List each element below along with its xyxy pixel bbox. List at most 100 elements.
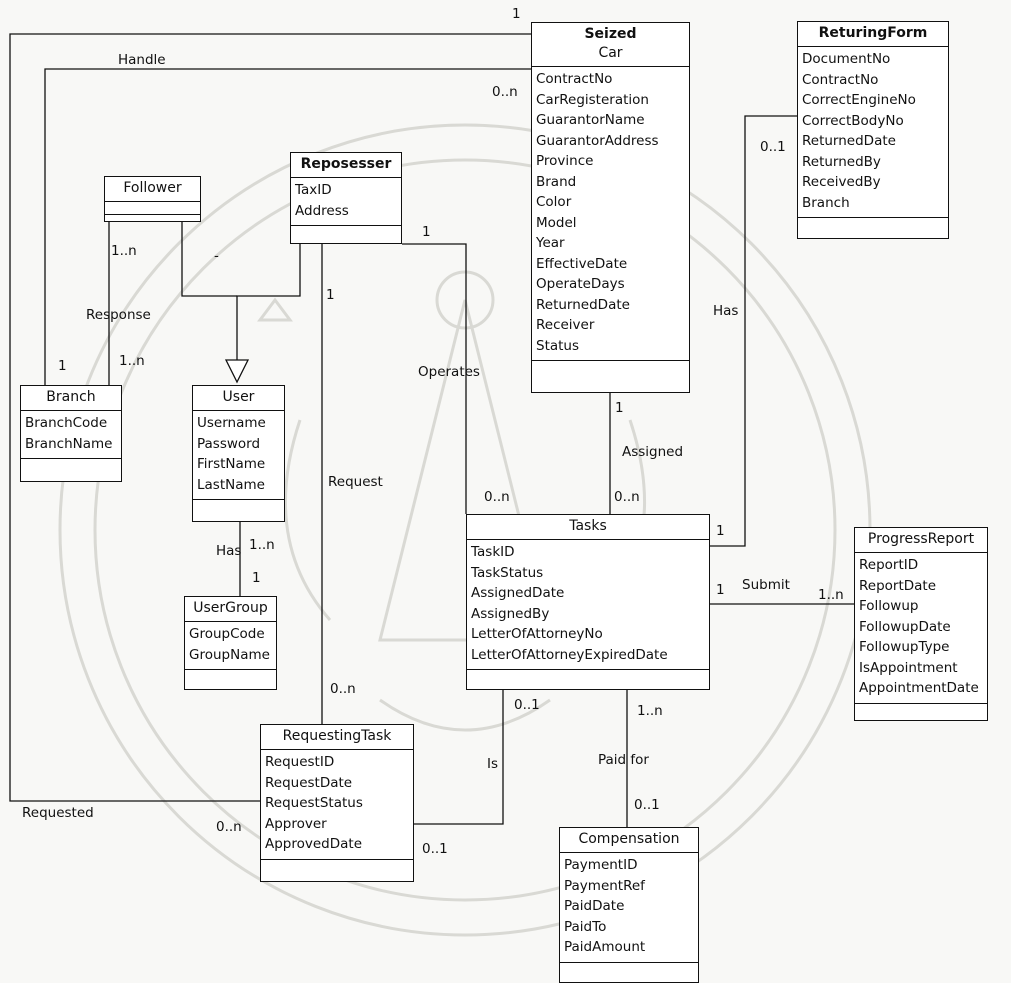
compensation-operations <box>560 963 698 983</box>
returing-form-attribute: ReturnedDate <box>802 133 896 149</box>
seized-car-attribute: Year <box>536 235 565 251</box>
tasks-class-header: Tasks <box>467 515 709 540</box>
reposesser-generalization-line <box>236 244 301 360</box>
requesting-task-attribute: ApprovedDate <box>265 836 363 852</box>
requesting-task-class-header: RequestingTask <box>261 725 413 750</box>
user-attribute: Password <box>197 435 261 452</box>
has-label: Has <box>713 303 739 319</box>
tasks-attribute: TaskStatus <box>471 564 544 581</box>
requesting-task-attribute: RequestStatus <box>265 795 363 811</box>
user-attribute: LastName <box>197 476 265 493</box>
progress-report-attribute: Followup <box>859 598 919 614</box>
requesting-multiplicity-01: 0..1 <box>422 841 448 857</box>
branch-class-header: Branch <box>21 386 121 411</box>
tasks-multiplicity-01: 0..1 <box>514 697 540 713</box>
seized-car-class-name-line2: Car <box>598 45 623 61</box>
tasks-attribute: LetterOfAttorneyNo <box>471 626 603 642</box>
assigned-label: Assigned <box>622 444 684 460</box>
reposesser-multiplicity-1b: 1 <box>326 287 335 303</box>
branch-class-name: Branch <box>46 389 96 405</box>
user-group-attribute: GroupCode <box>189 626 265 642</box>
user-operations <box>193 500 284 521</box>
has-association-line <box>710 115 797 547</box>
reposesser-attribute: TaxID <box>295 182 332 198</box>
returing-form-attribute: DocumentNo <box>802 51 891 67</box>
handle-multiplicity-car: 0..n <box>492 84 518 100</box>
seized-car-attribute: OperateDays <box>536 276 625 292</box>
tasks-attribute: AssignedDate <box>471 585 565 601</box>
seized-car-attribute: Province <box>536 153 594 169</box>
returing-form-attribute: ReturnedBy <box>802 153 881 170</box>
is-association-line <box>414 690 504 825</box>
seized-multiplicity-1: 1 <box>615 400 624 416</box>
returing-form-attribute: Branch <box>802 194 850 211</box>
branch-multiplicity-1: 1 <box>58 358 67 374</box>
compensation-class-header: Compensation <box>560 828 698 853</box>
progress-report-attribute: ReportDate <box>859 577 937 594</box>
user-has-label: Has <box>216 543 242 559</box>
operates-label: Operates <box>418 364 480 380</box>
user-attribute: Username <box>197 415 266 431</box>
requesting-task-operations <box>261 860 413 882</box>
requesting-task-attribute: RequestDate <box>265 774 353 791</box>
tasks-class-name: Tasks <box>569 518 607 534</box>
returing-form-attribute: CorrectEngineNo <box>802 92 916 108</box>
seized-car-attribute: GuarantorAddress <box>536 132 659 149</box>
user-group-class-name: UserGroup <box>193 600 268 616</box>
seized-car-attribute: GuarantorName <box>536 112 645 128</box>
compensation-attribute: PaidDate <box>564 898 625 914</box>
user-group-operations <box>185 670 276 689</box>
tasks-attribute: AssignedBy <box>471 605 550 622</box>
branch-operations <box>21 459 121 481</box>
seized-car-class-header: Seized Car <box>532 23 689 67</box>
seized-car-class-name-line1: Seized <box>584 26 637 42</box>
requesting-multiplicity-0n-b: 0..n <box>216 819 242 835</box>
compensation-class-name: Compensation <box>578 831 680 847</box>
follower-attributes <box>105 202 200 215</box>
requesting-task-attribute: RequestID <box>265 754 335 770</box>
returing-form-class-header: ReturingForm <box>798 22 948 47</box>
branch-multiplicity-1n: 1..n <box>119 353 145 369</box>
submit-label: Submit <box>742 577 790 593</box>
reposesser-class-header: Reposesser <box>291 153 401 178</box>
seized-car-attribute: CarRegisteration <box>536 91 649 108</box>
generalization-dot: - <box>214 248 219 264</box>
seized-car-operations <box>532 361 689 392</box>
progress-report-attribute: ReportID <box>859 557 919 573</box>
requesting-multiplicity-0n: 0..n <box>330 681 356 697</box>
branch-attribute: BranchName <box>25 435 113 452</box>
user-group-attribute: GroupName <box>189 646 270 663</box>
is-label: Is <box>487 756 499 772</box>
paid-for-label: Paid for <box>598 752 649 768</box>
tasks-operations <box>467 670 709 689</box>
request-label: Request <box>328 474 383 490</box>
handle-label: Handle <box>118 52 166 68</box>
response-label: Response <box>86 307 151 323</box>
requested-association-line <box>9 33 531 802</box>
returing-form-operations <box>798 218 948 238</box>
seized-car-attribute: EffectiveDate <box>536 255 628 272</box>
usergroup-multiplicity-1: 1 <box>252 570 261 586</box>
progress-report-attribute: AppointmentDate <box>859 680 979 696</box>
progress-report-attribute: FollowupDate <box>859 618 951 635</box>
progress-multiplicity: 1..n <box>818 587 844 603</box>
progress-report-attribute: FollowupType <box>859 639 950 655</box>
progress-report-attribute: IsAppointment <box>859 659 958 676</box>
seized-car-attribute: Color <box>536 194 572 210</box>
progress-report-class-header: ProgressReport <box>855 528 987 553</box>
